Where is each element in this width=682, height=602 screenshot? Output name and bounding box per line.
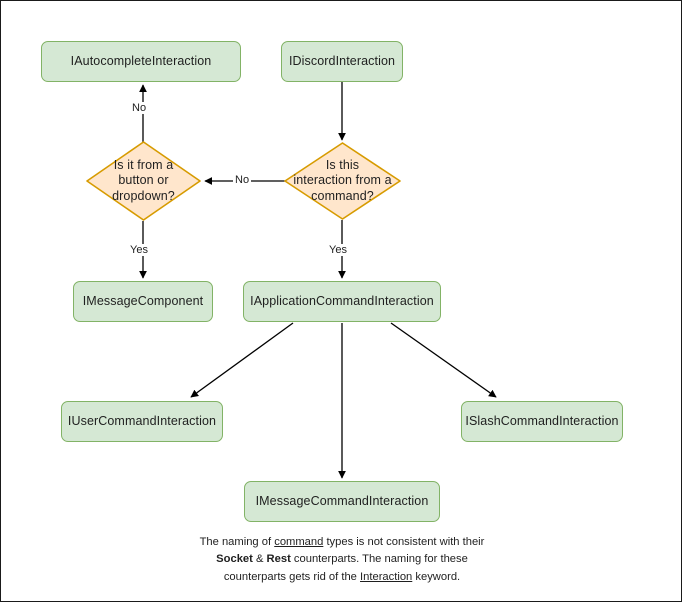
node-autocomplete-interaction[interactable]: IAutocompleteInteraction — [41, 41, 241, 82]
caption-line-1: The naming of command types is not consi… — [152, 534, 532, 551]
node-message-component[interactable]: IMessageComponent — [73, 281, 213, 322]
edge-label-yes-right: Yes — [327, 244, 349, 257]
node-decision-button-or-dropdown[interactable]: Is it from a button or dropdown? — [86, 141, 201, 221]
caption-text: counterparts. The naming for these — [290, 553, 468, 566]
edge-appcommand-to-slashcommand — [390, 322, 497, 398]
node-message-command-interaction[interactable]: IMessageCommandInteraction — [244, 481, 440, 522]
caption-text: The naming of — [199, 536, 275, 548]
node-user-command-interaction[interactable]: IUserCommandInteraction — [61, 401, 223, 442]
decision-label-line-2: button or — [118, 173, 169, 188]
decision-label: Is this interaction from a command? — [287, 158, 397, 205]
decision-label-line-1: Is it from a — [113, 157, 174, 172]
decision-label: Is it from a button or dropdown? — [106, 158, 181, 205]
decision-label-line-2: interaction from a — [293, 173, 392, 188]
caption-text: & — [252, 553, 267, 566]
edge-appcommand-to-usercommand — [190, 322, 294, 398]
node-label: ISlashCommandInteraction — [465, 413, 619, 428]
edge-label-no-left: No — [233, 174, 252, 187]
caption-bold-socket: Socket — [216, 553, 253, 566]
decision-label-line-3: dropdown? — [112, 188, 175, 203]
node-label: IMessageComponent — [82, 293, 204, 308]
edge-label-yes-left: Yes — [128, 244, 150, 257]
node-slash-command-interaction[interactable]: ISlashCommandInteraction — [461, 401, 623, 442]
node-discord-interaction[interactable]: IDiscordInteraction — [281, 41, 403, 82]
node-label: IDiscordInteraction — [288, 53, 396, 68]
node-label: IUserCommandInteraction — [67, 413, 217, 428]
node-label: IApplicationCommandInteraction — [250, 293, 434, 308]
diagram-caption: The naming of command types is not consi… — [152, 534, 532, 586]
caption-bold-rest: Rest — [266, 553, 291, 566]
decision-label-line-3: command? — [311, 188, 374, 203]
diamond-shape — [284, 142, 401, 220]
node-label: IMessageCommandInteraction — [255, 493, 429, 508]
caption-underline-interaction: Interaction — [360, 570, 413, 583]
node-decision-from-command[interactable]: Is this interaction from a command? — [284, 142, 401, 220]
caption-text: counterparts gets rid of the — [223, 570, 361, 583]
node-application-command-interaction[interactable]: IApplicationCommandInteraction — [243, 281, 441, 322]
edge-label-no-up: No — [130, 102, 149, 115]
caption-line-3: counterparts gets rid of the Interaction… — [152, 569, 532, 586]
caption-underline-command: command — [274, 536, 324, 548]
caption-text: keyword. — [412, 570, 461, 583]
decision-label-line-1: Is this — [325, 157, 360, 172]
caption-text: types is not consistent with their — [323, 536, 485, 548]
node-label: IAutocompleteInteraction — [70, 53, 212, 68]
caption-line-2: Socket & Rest counterparts. The naming f… — [152, 551, 532, 568]
